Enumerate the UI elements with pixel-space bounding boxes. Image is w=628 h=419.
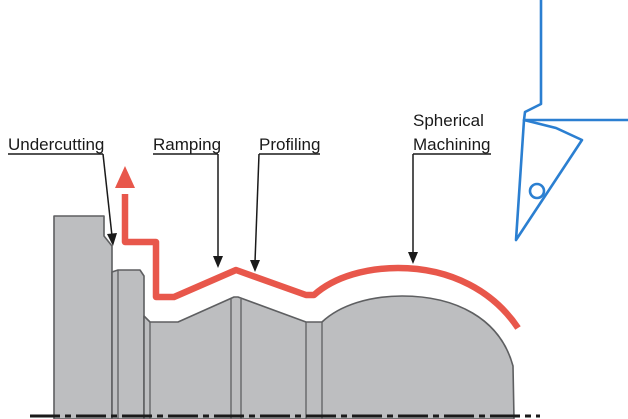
turning-insert-icon: [514, 0, 628, 242]
insert-screw-hole: [528, 182, 546, 200]
label-profiling: Profiling: [250, 135, 320, 272]
toolpath: [115, 166, 521, 330]
tool-holder: [522, 0, 628, 122]
label-spherical-line2: Machining: [413, 135, 491, 154]
tool-insert: [514, 118, 584, 242]
label-spherical-line1: Spherical: [413, 111, 484, 130]
workpiece-shoulder: [53, 215, 113, 419]
label-undercutting: Undercutting: [8, 135, 117, 246]
label-undercutting-text: Undercutting: [8, 135, 104, 154]
arrow-up-icon: [115, 166, 135, 188]
toolpath-line: [121, 194, 521, 330]
workpiece-collar: [111, 269, 145, 419]
label-spherical-machining: Spherical Machining: [408, 111, 491, 264]
workpiece-body: [143, 295, 515, 419]
label-ramping: Ramping: [153, 135, 223, 268]
label-ramping-text: Ramping: [153, 135, 221, 154]
label-profiling-text: Profiling: [259, 135, 320, 154]
workpiece: [30, 215, 540, 419]
